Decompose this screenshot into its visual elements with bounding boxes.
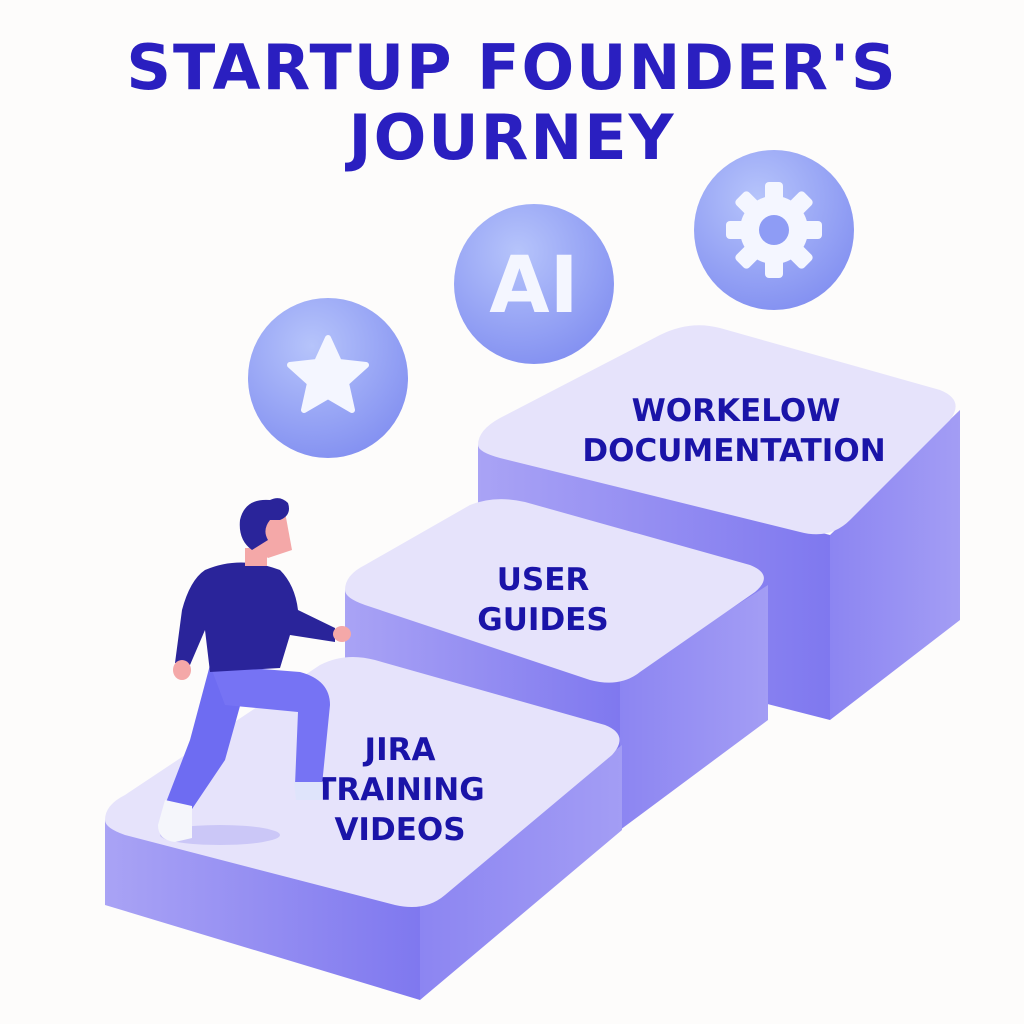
step3-label-line1: WORKELOW	[632, 393, 841, 429]
step2-label-line2: GUIDES	[477, 602, 608, 638]
step1-label-line2: TRAINING	[315, 772, 484, 808]
page-title-line1: STARTUP FOUNDER'S	[126, 31, 898, 104]
founder-figure	[158, 498, 351, 845]
step3-label-line2: DOCUMENTATION	[582, 433, 885, 469]
gear-icon	[694, 150, 854, 310]
step1-label-line1: JIRA	[363, 732, 436, 768]
step1-label-line3: VIDEOS	[334, 812, 465, 848]
step2-label-line1: USER	[497, 562, 590, 598]
ai-icon: AI	[454, 204, 614, 364]
ai-icon-text: AI	[489, 241, 578, 331]
star-icon	[248, 298, 408, 458]
page-title-line2: JOURNEY	[348, 101, 676, 174]
